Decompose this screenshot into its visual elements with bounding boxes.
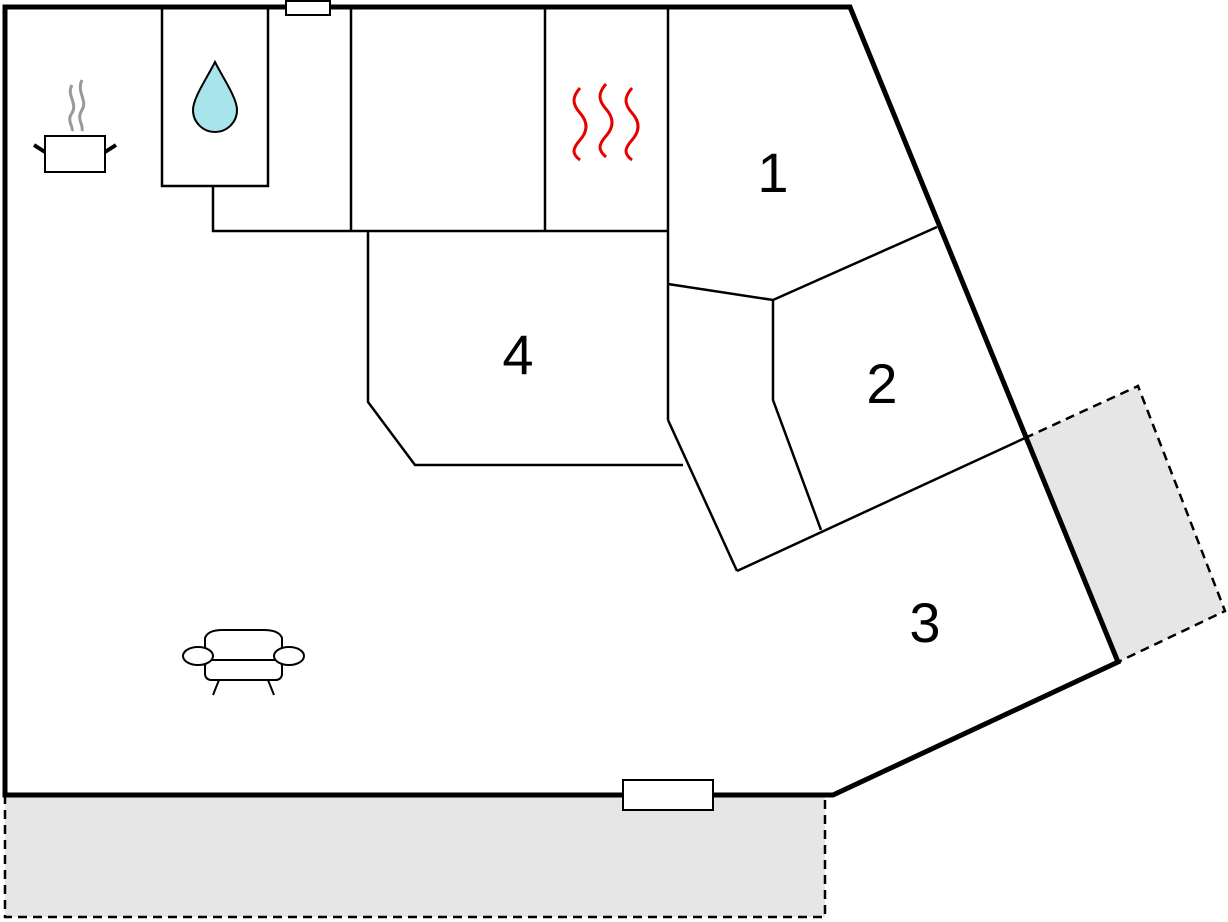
water-drop-icon	[191, 59, 239, 133]
outer-wall	[2, 4, 1122, 798]
interior-walls	[160, 7, 1026, 573]
heat-waves-icon	[572, 83, 640, 162]
room-label-3: 3	[909, 591, 940, 654]
terrace-right	[1023, 384, 1227, 664]
terrace-bottom	[3, 793, 827, 919]
room-label-1: 1	[757, 141, 788, 204]
window-bottom	[622, 779, 714, 811]
window-top	[285, 0, 331, 16]
sofa-icon	[182, 629, 305, 696]
cooking-pot-icon	[32, 79, 118, 173]
room-label-4: 4	[502, 323, 533, 386]
room-label-2: 2	[866, 352, 897, 415]
